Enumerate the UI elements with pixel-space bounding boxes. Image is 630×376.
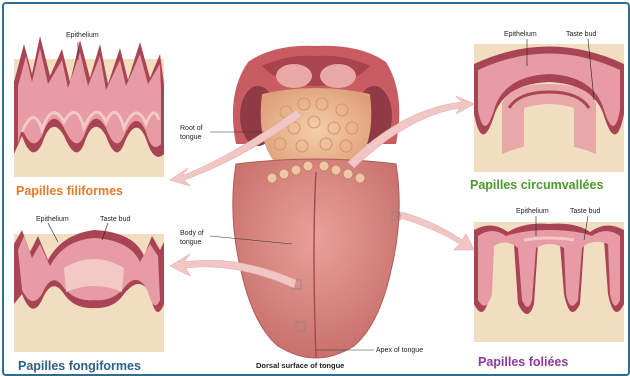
fungiform-taste-bud-label: Taste bud bbox=[100, 216, 130, 223]
circumvallate-taste-bud-label: Taste bud bbox=[566, 31, 596, 38]
fungiform-papilla-illustration bbox=[14, 223, 164, 352]
foliate-taste-bud-label: Taste bud bbox=[570, 208, 600, 215]
foliate-epithelium-label: Epithelium bbox=[516, 208, 549, 215]
circumvallate-papilla-illustration bbox=[474, 39, 624, 172]
body-of-tongue-label-line1: Body of bbox=[180, 230, 204, 237]
filiform-papillae-illustration bbox=[14, 36, 164, 177]
body-of-tongue-label-line2: tongue bbox=[180, 239, 201, 246]
foliate-papillae-illustration bbox=[474, 216, 624, 342]
root-of-tongue-label-line1: Root of bbox=[180, 125, 203, 132]
title-papilles-foliees: Papilles foliées bbox=[478, 356, 568, 369]
tongue-illustration bbox=[210, 46, 400, 358]
apex-of-tongue-label: Apex of tongue bbox=[376, 347, 423, 354]
circumvallate-epithelium-label: Epithelium bbox=[504, 31, 537, 38]
dorsal-surface-label: Dorsal surface of tongue bbox=[256, 362, 344, 370]
root-of-tongue-label-line2: tongue bbox=[180, 134, 201, 141]
fungiform-epithelium-label: Epithelium bbox=[36, 216, 69, 223]
title-papilles-circumvallees: Papilles circumvallées bbox=[470, 179, 603, 192]
title-papilles-fongiformes: Papilles fongiformes bbox=[18, 360, 141, 373]
title-papilles-filiformes: Papilles filiformes bbox=[16, 185, 123, 198]
filiform-epithelium-label: Epithelium bbox=[66, 32, 99, 39]
